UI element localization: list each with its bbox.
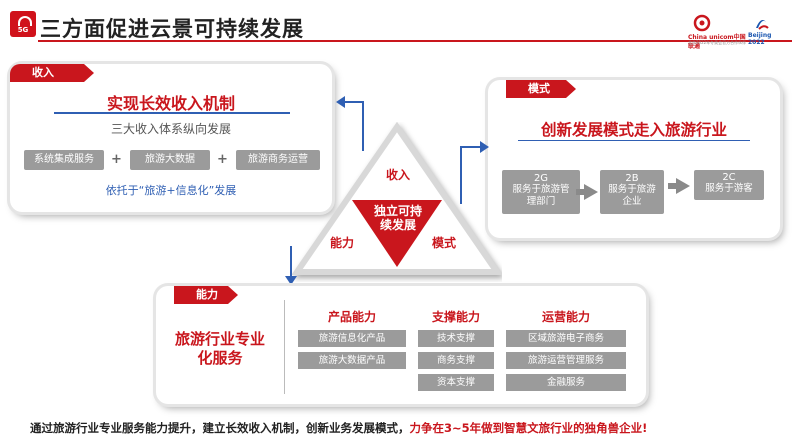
col-head-support: 支撑能力 — [431, 310, 480, 324]
arrow-right-icon — [576, 184, 598, 200]
title-underline — [38, 40, 792, 42]
unicom-knot-icon — [693, 14, 711, 32]
footer-highlight: 力争在3~5年做到智慧文旅行业的独角兽企业! — [409, 421, 648, 435]
plus-icon: + — [217, 152, 228, 167]
triangle-top-label: 收入 — [385, 168, 410, 182]
connector-line — [362, 101, 364, 151]
plus-icon: + — [111, 152, 122, 167]
mode-tag: 模式 — [506, 80, 576, 98]
footer-text: 通过旅游行业专业服务能力提升，建立长效收入机制，创新业务发展模式， — [30, 421, 410, 435]
olympic-text: Beijing 2022 — [748, 32, 772, 46]
triangle-left-label: 能力 — [330, 236, 355, 250]
5g-logo-icon: 5G — [10, 11, 36, 37]
income-subtitle: 三大收入体系纵向发展 — [110, 122, 231, 136]
mode-step-2g: 2G 服务于旅游管理部门 — [502, 170, 580, 214]
divider — [284, 300, 285, 394]
cell-operation: 区域旅游电子商务 — [506, 330, 626, 347]
connector-line — [344, 101, 364, 103]
connector-line — [290, 246, 292, 280]
cell-operation: 旅游运营管理服务 — [506, 352, 626, 369]
income-item-commerce: 旅游商务运营 — [236, 150, 320, 170]
connector-arrow-icon — [480, 141, 489, 153]
triangle-right-label: 模式 — [432, 236, 457, 250]
income-title: 实现长效收入机制 — [106, 94, 235, 113]
mode-step-2b: 2B 服务于旅游企业 — [600, 170, 664, 214]
cell-support: 资本支撑 — [418, 374, 494, 391]
cell-product: 旅游信息化产品 — [298, 330, 406, 347]
col-head-product: 产品能力 — [327, 310, 376, 324]
income-panel: 收入 实现长效收入机制 三大收入体系纵向发展 系统集成服务 + 旅游大数据 + … — [10, 64, 332, 212]
ability-panel: 能力 旅游行业专业化服务 产品能力 旅游信息化产品 旅游大数据产品 支撑能力 技… — [156, 286, 646, 404]
mode-step-2c: 2C 服务于游客 — [694, 170, 764, 200]
ability-title: 旅游行业专业化服务 — [174, 330, 265, 367]
connector-line — [460, 146, 482, 148]
badge-text: 5G — [17, 26, 29, 34]
step-head: 2C — [722, 172, 736, 183]
step-body: 服务于旅游企业 — [608, 184, 656, 207]
income-tag: 收入 — [10, 64, 94, 82]
connector-line — [460, 146, 462, 204]
col-head-operation: 运营能力 — [541, 310, 590, 324]
brand-subtitle: 北京2022年冬奥会官方合作伙伴 — [688, 40, 747, 45]
unicom-text: China unicom中国联通 — [688, 34, 746, 50]
triangle-center-label: 独立可持续发展 — [373, 204, 422, 232]
cell-product: 旅游大数据产品 — [298, 352, 406, 369]
step-body: 服务于旅游管理部门 — [512, 184, 570, 207]
income-item-integration: 系统集成服务 — [24, 150, 104, 170]
step-body: 服务于游客 — [705, 183, 753, 194]
mode-title-underline — [518, 140, 750, 141]
income-title-underline — [54, 112, 290, 114]
olympic-emblem-icon — [756, 20, 769, 30]
cell-operation: 金融服务 — [506, 374, 626, 391]
connector-arrow-icon — [285, 276, 297, 285]
ability-tag: 能力 — [174, 286, 238, 304]
cell-support: 商务支撑 — [418, 352, 494, 369]
arrow-right-icon — [668, 178, 690, 194]
mode-panel: 模式 创新发展模式走入旅游行业 2G 服务于旅游管理部门 2B 服务于旅游企业 … — [488, 80, 780, 238]
triangle-diagram — [292, 122, 502, 275]
step-head: 2B — [625, 173, 639, 184]
brand-logos: China unicom中国联通 Beijing 2022 北京2022年冬奥会… — [688, 14, 790, 50]
step-head: 2G — [533, 173, 549, 184]
page-title: 三方面促进云景可持续发展 — [40, 17, 304, 41]
footer-statement: 通过旅游行业专业服务能力提升，建立长效收入机制，创新业务发展模式，力争在3~5年… — [30, 420, 647, 436]
cell-support: 技术支撑 — [418, 330, 494, 347]
income-item-bigdata: 旅游大数据 — [130, 150, 210, 170]
mode-title: 创新发展模式走入旅游行业 — [540, 121, 727, 139]
connector-arrow-icon — [336, 96, 345, 108]
income-note: 依托于“旅游+信息化”发展 — [105, 184, 237, 197]
